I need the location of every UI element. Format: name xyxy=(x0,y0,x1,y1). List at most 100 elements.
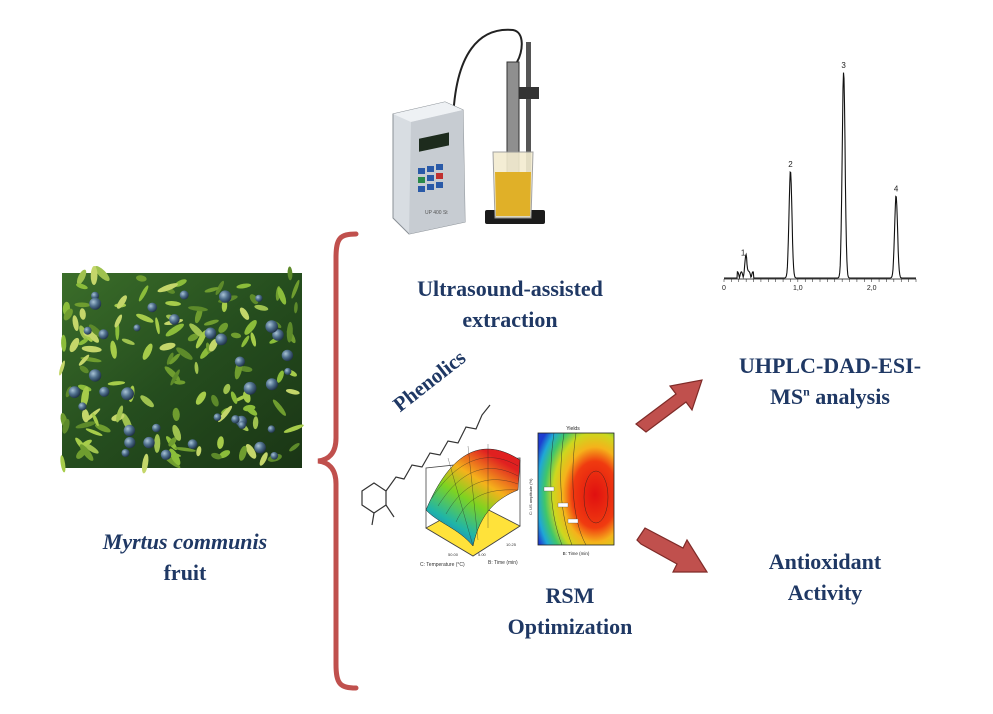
device-label: UP 400 St xyxy=(425,210,448,216)
leaf-shape xyxy=(116,405,124,423)
leaf-shape xyxy=(90,266,98,285)
leaf-shape xyxy=(60,455,66,473)
berry-shape xyxy=(68,386,81,398)
leaf-shape xyxy=(194,361,199,375)
leaf-shape xyxy=(174,447,196,452)
leaf-shape xyxy=(136,313,154,323)
chromatogram-peak-label: 2 xyxy=(788,160,793,169)
berry-shape xyxy=(255,294,263,302)
leaf-shape xyxy=(79,325,88,340)
berry-shape xyxy=(123,424,136,437)
chromatogram-tick-label: 0 xyxy=(722,285,726,292)
leaf-shape xyxy=(170,369,180,386)
leaf-shape xyxy=(141,453,149,474)
leaf-shape xyxy=(221,299,228,313)
leaf-shape xyxy=(94,423,111,433)
leaf-shape xyxy=(110,340,117,359)
berry-shape xyxy=(89,297,102,310)
leaf-shape xyxy=(187,333,199,342)
leaf-shape xyxy=(159,342,176,351)
device-cable xyxy=(452,28,523,123)
leaf-shape xyxy=(79,444,94,461)
leaf-shape xyxy=(142,343,153,360)
berry-shape xyxy=(213,413,222,421)
leaf-shape xyxy=(239,445,247,461)
leaf-shape xyxy=(169,353,180,365)
chromatogram-tick-label: 1,0 xyxy=(793,285,803,292)
chromatogram-peak-label: 3 xyxy=(841,61,846,70)
berry-shape xyxy=(147,302,157,313)
rsm-optimization-label: RSM Optimization xyxy=(507,583,633,639)
berry-shape xyxy=(219,290,232,303)
berry-shape xyxy=(234,356,245,367)
leaf-shape xyxy=(218,322,229,333)
leaf-shape xyxy=(204,287,219,293)
antioxidant-activity-label: Antioxidant Activity xyxy=(768,549,882,605)
svg-text:C: Temperature (°C): C: Temperature (°C) xyxy=(420,562,465,568)
leaf-shape xyxy=(63,308,73,321)
leaf-shape xyxy=(75,421,97,429)
leaf-shape xyxy=(230,332,242,339)
berry-shape xyxy=(254,441,266,454)
myrtus-fruit-photo xyxy=(59,266,304,474)
leaf-shape xyxy=(69,337,80,353)
leaf-shape xyxy=(165,301,181,306)
berry-shape xyxy=(121,449,130,457)
leaf-shape xyxy=(239,307,250,320)
leaf-shape xyxy=(76,283,88,290)
device-display xyxy=(419,132,449,152)
svg-text:5.00: 5.00 xyxy=(478,552,487,557)
leaf-shape xyxy=(217,436,224,449)
leaf-shape xyxy=(92,413,99,427)
leaf-shape xyxy=(79,365,89,374)
berry-shape xyxy=(121,387,134,401)
berry-shape xyxy=(281,349,294,362)
leaf-shape xyxy=(168,437,177,447)
grouping-bracket xyxy=(317,231,359,691)
leaf-shape xyxy=(195,330,207,349)
leaf-shape xyxy=(165,323,184,337)
leaf-shape xyxy=(283,424,304,433)
berry-shape xyxy=(238,421,247,429)
leaf-shape xyxy=(244,319,257,335)
leaf-shape xyxy=(245,444,257,459)
berry-shape xyxy=(83,326,92,335)
berry-shape xyxy=(143,436,155,449)
berry-shape xyxy=(98,329,109,340)
leaf-shape xyxy=(78,354,90,366)
leaf-shape xyxy=(72,315,79,331)
leaf-shape xyxy=(76,269,87,285)
arrow-to-activity xyxy=(636,527,709,573)
berry-shape xyxy=(272,329,284,341)
leaf-shape xyxy=(223,383,231,395)
leaf-shape xyxy=(195,391,207,405)
leaf-shape xyxy=(121,338,135,345)
berry-shape xyxy=(88,369,102,382)
berry-shape xyxy=(187,439,198,450)
leaf-shape xyxy=(291,279,300,299)
leaf-shape xyxy=(243,404,256,412)
berry-shape xyxy=(265,320,278,333)
berry-shape xyxy=(270,452,279,460)
leaf-shape xyxy=(218,450,231,459)
berry-shape xyxy=(179,290,189,300)
leaf-shape xyxy=(252,416,259,430)
contour-plot: Yields B: Time (min) C: US amplitude (%) xyxy=(528,426,615,556)
berry-shape xyxy=(160,449,172,460)
berry-shape xyxy=(231,415,240,424)
leaf-shape xyxy=(285,389,300,395)
plant-species-name: Myrtus communis xyxy=(102,529,268,554)
leaf-shape xyxy=(166,352,174,365)
leaf-shape xyxy=(203,319,219,326)
leaf-shape xyxy=(114,314,123,328)
leaf-shape xyxy=(208,338,218,352)
berry-shape xyxy=(78,402,87,411)
leaf-shape xyxy=(138,285,149,302)
leaf-shape xyxy=(59,360,65,376)
ultrasound-device-illustration: UP 400 St xyxy=(392,28,545,235)
leaf-shape xyxy=(174,380,186,385)
berry-shape xyxy=(284,367,292,376)
phenolic-molecule-structure xyxy=(361,404,491,526)
leaf-shape xyxy=(155,317,160,335)
